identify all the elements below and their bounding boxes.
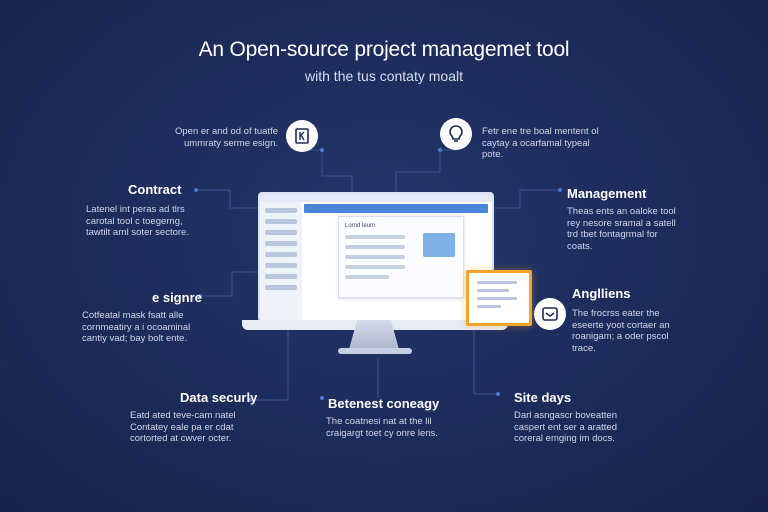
esigne-description: Cotfeatal mask fsatt alle cornmeatiry a … xyxy=(82,310,191,344)
document-k-icon xyxy=(286,120,318,152)
page-title: An Open-source project managemet tool xyxy=(198,38,570,61)
esigne-heading: e signre xyxy=(152,290,202,305)
monitor-card-image xyxy=(423,233,455,257)
monitor-screen: Lornd leum xyxy=(258,192,494,322)
monitor-card-title: Lornd leum xyxy=(345,223,376,229)
top-left-description: Open er and od of tuatfe ummraty serme e… xyxy=(175,126,278,149)
anglliens-description: The frocrss eater the eseerte yoot corta… xyxy=(572,308,670,354)
contract-description: Latenel int peras ad tlrs carotal tool c… xyxy=(86,204,189,238)
inbox-icon xyxy=(534,298,566,330)
betenest-heading: Betenest coneagy xyxy=(328,396,440,411)
site-days-heading: Site days xyxy=(514,390,572,405)
contract-heading: Contract xyxy=(128,182,182,197)
page-subtitle: with the tus contaty moalt xyxy=(305,68,463,84)
data-security-heading: Data securly xyxy=(180,390,258,405)
site-days-description: Darl asngascr boveatten caspert ent ser … xyxy=(514,410,617,444)
monitor-toolbar xyxy=(304,204,488,213)
data-security-description: Eatd ated teve-cam natel Contatey eale p… xyxy=(130,410,236,444)
highlighted-document-panel xyxy=(466,270,532,326)
lightbulb-icon xyxy=(440,118,472,150)
monitor-card: Lornd leum xyxy=(338,216,464,298)
monitor-stand xyxy=(348,320,400,350)
management-heading: Management xyxy=(567,186,647,201)
betenest-description: The coatnesi nat at the lil craigargt to… xyxy=(326,416,438,439)
anglliens-heading: Anglliens xyxy=(572,286,631,301)
monitor-base xyxy=(338,348,412,354)
top-right-description: Fetr ene tre boal mentent ol caytay a oc… xyxy=(482,126,599,160)
management-description: Theas ents an oaloke tool rey nesore sra… xyxy=(567,206,676,252)
monitor-titlebar xyxy=(260,194,492,202)
monitor-sidebar xyxy=(260,202,302,320)
